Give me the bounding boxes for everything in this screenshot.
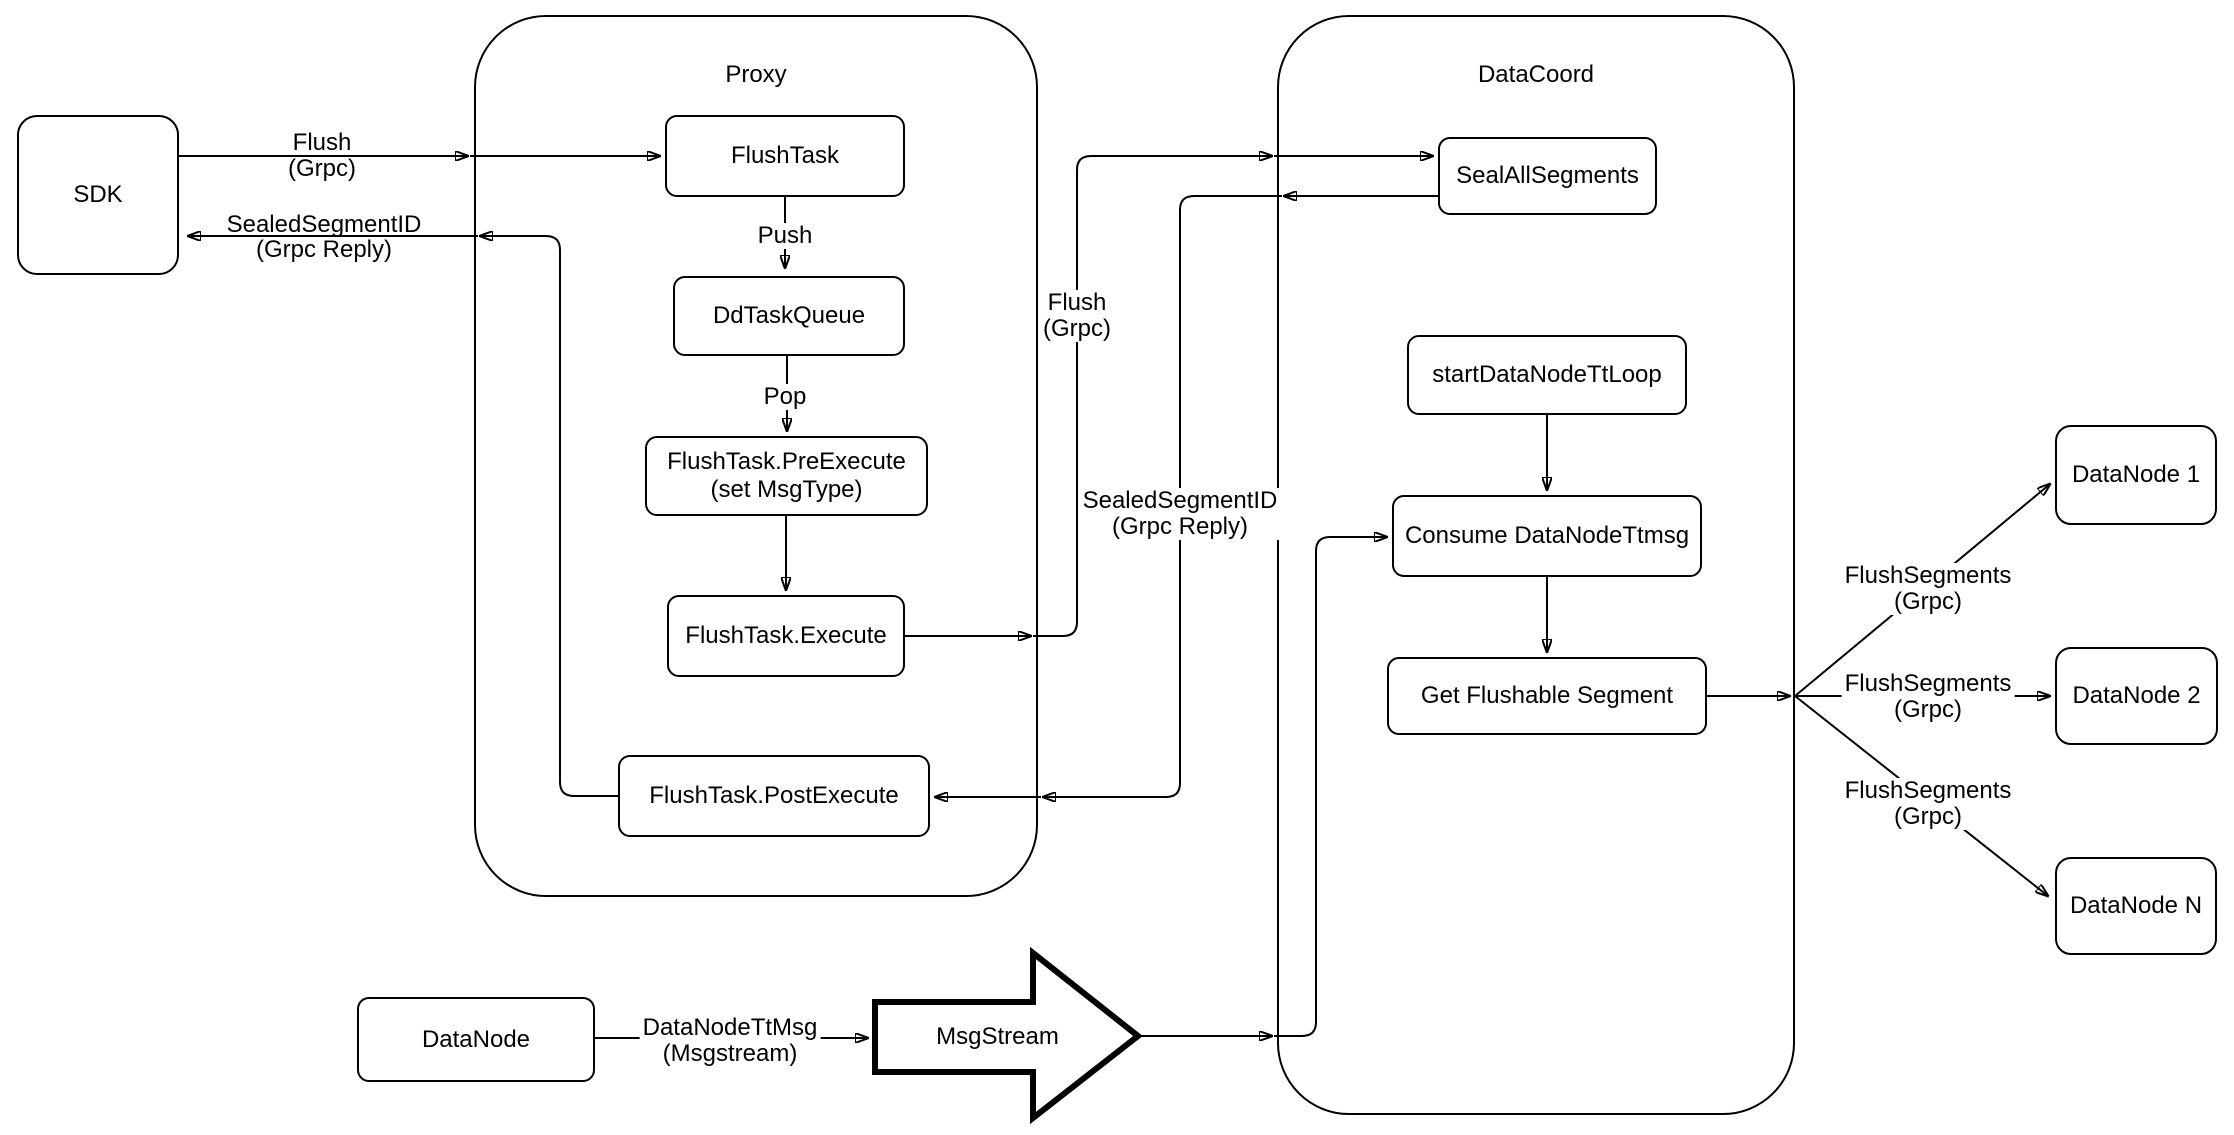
edge-label-sealedsegmentid-mid: SealedSegmentID (Grpc Reply) — [1079, 487, 1281, 540]
node-startdatanodettloop: startDataNodeTtLoop — [1407, 335, 1687, 415]
node-ddtaskqueue-label: DdTaskQueue — [712, 302, 866, 329]
msgstream-label-text: MsgStream — [936, 1023, 1059, 1050]
edge-label-flushsegments-2-line2: (Grpc) — [1894, 696, 1962, 723]
msgstream-label: MsgStream — [880, 1002, 1115, 1072]
edge-label-datanodettmsg-line1: DataNodeTtMsg — [642, 1014, 818, 1041]
edge-label-sealedsegmentid-sdk-line1: SealedSegmentID — [226, 211, 422, 238]
node-getflushablesegment: Get Flushable Segment — [1387, 657, 1707, 735]
node-postexecute-label: FlushTask.PostExecute — [649, 782, 899, 809]
proxy-title: Proxy — [725, 61, 787, 88]
edge-label-flush-mid-line1: Flush — [1047, 289, 1107, 316]
node-ddtaskqueue: DdTaskQueue — [673, 276, 905, 356]
node-datanode-n: DataNode N — [2055, 857, 2217, 955]
edge-label-datanodettmsg-line2: (Msgstream) — [662, 1040, 798, 1067]
edge-label-flushsegments-2-line1: FlushSegments — [1844, 670, 2012, 697]
node-datanode-n-label: DataNode N — [2069, 892, 2203, 919]
edge-label-datanodettmsg: DataNodeTtMsg (Msgstream) — [639, 1014, 821, 1067]
edge-label-push: Push — [754, 223, 816, 249]
node-datanode-bottom-label: DataNode — [421, 1025, 531, 1053]
node-preexecute-label-line1: FlushTask.PreExecute — [667, 448, 906, 475]
node-sealallsegments-label: SealAllSegments — [1456, 162, 1639, 189]
edge-msgstream-riser — [1274, 537, 1387, 1037]
node-sealallsegments: SealAllSegments — [1438, 137, 1657, 215]
node-flushtask-label: FlushTask — [730, 142, 840, 169]
edge-label-flushsegments-3: FlushSegments (Grpc) — [1841, 777, 2015, 830]
edge-label-flush-sdk-line1: Flush — [292, 129, 352, 156]
node-datanode-1: DataNode 1 — [2055, 425, 2217, 525]
node-consumedatanodettmsg: Consume DataNodeTtmsg — [1392, 495, 1702, 577]
node-consumedatanodettmsg-label: Consume DataNodeTtmsg — [1404, 522, 1690, 549]
node-flushtask: FlushTask — [665, 115, 905, 197]
node-startdatanodettloop-label: startDataNodeTtLoop — [1432, 361, 1662, 388]
node-datanode-2-label: DataNode 2 — [2072, 682, 2201, 709]
node-datanode-2: DataNode 2 — [2055, 647, 2218, 745]
edge-label-flushsegments-3-line1: FlushSegments — [1844, 777, 2012, 804]
node-sdk: SDK — [17, 115, 179, 275]
edge-label-flush-mid: Flush (Grpc) — [1040, 290, 1114, 342]
datacoord-title: DataCoord — [1477, 61, 1595, 88]
edge-label-flush-sdk-line2: (Grpc) — [288, 155, 356, 182]
node-preexecute-label-line2: (set MsgType) — [710, 476, 863, 503]
edge-label-flushsegments-2: FlushSegments (Grpc) — [1841, 670, 2015, 723]
node-postexecute: FlushTask.PostExecute — [618, 755, 930, 837]
node-execute: FlushTask.Execute — [667, 595, 905, 677]
edge-label-pop: Pop — [760, 384, 810, 410]
edge-label-flush-mid-line2: (Grpc) — [1043, 315, 1111, 342]
edge-postexecute-to-proxy-edge — [480, 236, 618, 797]
msgstream-arrow-shape — [872, 946, 1143, 1125]
edge-label-flushsegments-1-line1: FlushSegments — [1844, 562, 2012, 589]
node-sdk-label: SDK — [73, 181, 123, 208]
edge-flush-riser — [1033, 156, 1272, 637]
node-getflushablesegment-label: Get Flushable Segment — [1420, 682, 1674, 709]
edge-label-sealedsegmentid-sdk-line2: (Grpc Reply) — [255, 236, 393, 263]
node-execute-label: FlushTask.Execute — [685, 622, 887, 649]
node-preexecute: FlushTask.PreExecute (set MsgType) — [645, 436, 928, 516]
edge-label-flushsegments-3-line2: (Grpc) — [1894, 803, 1962, 830]
node-datanode-bottom: DataNode — [357, 997, 595, 1082]
edge-label-flushsegments-1-line2: (Grpc) — [1894, 588, 1962, 615]
edge-label-sealedsegmentid-mid-line2: (Grpc Reply) — [1111, 513, 1249, 540]
edge-label-flushsegments-1: FlushSegments (Grpc) — [1841, 562, 2015, 615]
edge-label-sealedsegmentid-mid-line1: SealedSegmentID — [1082, 487, 1278, 514]
node-datanode-1-label: DataNode 1 — [2071, 461, 2201, 488]
